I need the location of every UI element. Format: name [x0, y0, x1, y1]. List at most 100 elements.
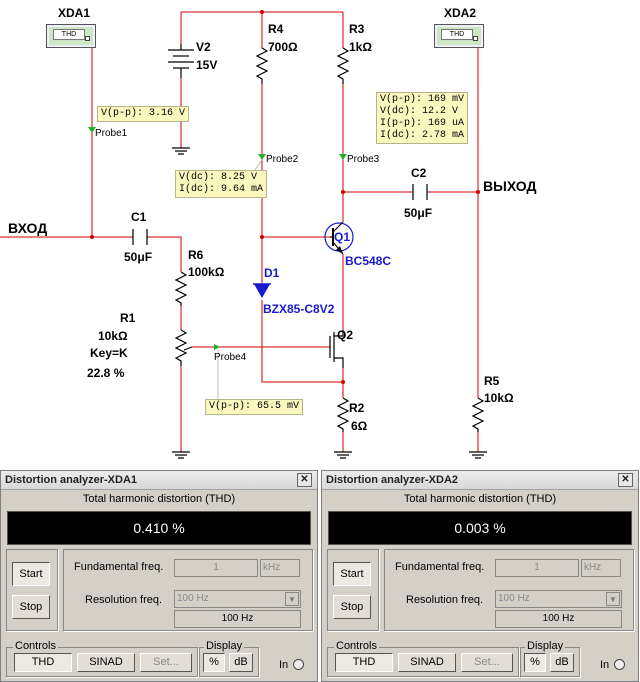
sinad-mode-button[interactable]: SINAD [398, 653, 456, 672]
resistor-r2 [336, 397, 350, 432]
probe-markers [88, 127, 347, 350]
probe2-name: Probe2 [266, 154, 299, 165]
probe2-line: V(dc): 8.25 V [179, 172, 258, 183]
input-terminal-icon[interactable] [614, 659, 625, 670]
input-terminal-icon[interactable] [293, 659, 304, 670]
resolution-freq-value: 100 Hz [495, 610, 622, 628]
r3-value: 1kΩ [349, 40, 372, 54]
db-button[interactable]: dB [229, 653, 253, 672]
v2-name: V2 [196, 40, 211, 54]
xda2-meter-icon[interactable]: THD [434, 24, 484, 48]
resolution-freq-selected: 100 Hz [498, 593, 530, 604]
controls-label: Controls [334, 640, 379, 652]
output-label: ВЫХОД [483, 178, 537, 194]
r4-value: 700Ω [268, 40, 298, 54]
resolution-freq-label: Resolution freq. [85, 594, 163, 606]
resolution-freq-select[interactable]: 100 Hz ▼ [495, 590, 622, 608]
set-button[interactable]: Set... [140, 653, 192, 672]
r5-value: 10kΩ [484, 391, 514, 405]
controls-group [327, 647, 519, 677]
transistor-q1 [324, 221, 354, 255]
probe4-name: Probe4 [214, 352, 247, 363]
r5-name: R5 [484, 374, 500, 388]
set-button[interactable]: Set... [461, 653, 513, 672]
r1-percent: 22.8 % [87, 366, 125, 380]
probe3-line: V(p-p): 169 mV [380, 94, 465, 105]
xda1-pin [85, 36, 90, 41]
probe3-readout: V(p-p): 169 mV V(dc): 12.2 V I(p-p): 169… [376, 92, 469, 144]
sinad-mode-button[interactable]: SINAD [77, 653, 135, 672]
controls-label: Controls [13, 640, 58, 652]
probe2-readout: V(dc): 8.25 V I(dc): 9.64 mA [175, 170, 268, 198]
xda2-pin [473, 36, 478, 41]
db-button[interactable]: dB [550, 653, 574, 672]
controls-group [6, 647, 198, 677]
xda1-screen: THD [53, 29, 85, 40]
window-title: Distortion analyzer-XDA2 [326, 474, 459, 486]
xda1-meter-icon[interactable]: THD [46, 24, 96, 48]
fundamental-freq-input[interactable]: 1 [174, 559, 258, 577]
d1-name: D1 [264, 266, 280, 280]
input-terminal-label: In [600, 659, 610, 671]
chevron-down-icon[interactable]: ▼ [606, 592, 620, 606]
fundamental-freq-unit[interactable]: kHz [581, 559, 621, 577]
r4-name: R4 [268, 22, 284, 36]
start-button[interactable]: Start [12, 562, 50, 586]
window-titlebar[interactable]: Distortion analyzer-XDA2 ✕ [322, 471, 638, 490]
fundamental-freq-unit[interactable]: kHz [260, 559, 300, 577]
zener-diode-d1 [253, 283, 271, 298]
r2-value: 6Ω [351, 419, 368, 433]
ground-symbols [172, 147, 487, 459]
display-label: Display [525, 640, 566, 652]
start-button[interactable]: Start [333, 562, 371, 586]
percent-button[interactable]: % [203, 653, 225, 672]
distortion-analyzer-window-xda2: Distortion analyzer-XDA2 ✕ Total harmoni… [321, 470, 639, 682]
probe3-name: Probe3 [347, 154, 380, 165]
c2-name: C2 [411, 166, 427, 180]
r1-key: Key=K [90, 346, 128, 360]
circuit-schematic [0, 10, 487, 459]
r6-value: 100kΩ [188, 265, 225, 279]
r3-name: R3 [349, 22, 365, 36]
mosfet-q2 [329, 330, 344, 368]
q1-name: Q1 [334, 230, 351, 244]
start-stop-group [6, 549, 58, 631]
thd-mode-button[interactable]: THD [335, 653, 393, 672]
percent-button[interactable]: % [524, 653, 546, 672]
distortion-analyzer-window-xda1: Distortion analyzer-XDA1 ✕ Total harmoni… [0, 470, 318, 682]
display-label: Display [204, 640, 245, 652]
stop-button[interactable]: Stop [12, 595, 50, 619]
resistor-r6 [174, 271, 188, 306]
close-icon[interactable]: ✕ [297, 473, 312, 487]
thd-heading: Total harmonic distortion (THD) [82, 493, 236, 505]
battery-v2 [168, 44, 194, 78]
probe1-line: V(p-p): 3.16 V [101, 108, 186, 119]
close-icon[interactable]: ✕ [618, 473, 633, 487]
q2-name: Q2 [337, 328, 354, 342]
thd-value-display: 0.003 % [328, 511, 632, 545]
xda1-label: XDA1 [58, 6, 91, 20]
d1-part: BZX85-C8V2 [263, 302, 335, 316]
stop-button[interactable]: Stop [333, 595, 371, 619]
probe3-line: V(dc): 12.2 V [380, 106, 459, 117]
input-terminal-label: In [279, 659, 289, 671]
r6-name: R6 [188, 248, 204, 262]
start-stop-group [327, 549, 379, 631]
chevron-down-icon[interactable]: ▼ [285, 592, 299, 606]
probe4-readout: V(p-p): 65.5 mV [205, 399, 304, 415]
r2-name: R2 [349, 401, 365, 415]
xda2-label: XDA2 [444, 6, 477, 20]
resolution-freq-select[interactable]: 100 Hz ▼ [174, 590, 301, 608]
c1-name: C1 [131, 210, 147, 224]
probe1-readout: V(p-p): 3.16 V [97, 106, 190, 122]
v2-value: 15V [196, 58, 218, 72]
probe1-name: Probe1 [95, 128, 128, 139]
fundamental-freq-input[interactable]: 1 [495, 559, 579, 577]
thd-value-display: 0.410 % [7, 511, 311, 545]
window-titlebar[interactable]: Distortion analyzer-XDA1 ✕ [1, 471, 317, 490]
probe4-line: V(p-p): 65.5 mV [209, 401, 300, 412]
resolution-freq-label: Resolution freq. [406, 594, 484, 606]
thd-mode-button[interactable]: THD [14, 653, 72, 672]
window-title: Distortion analyzer-XDA1 [5, 474, 138, 486]
settings-group [63, 549, 313, 631]
